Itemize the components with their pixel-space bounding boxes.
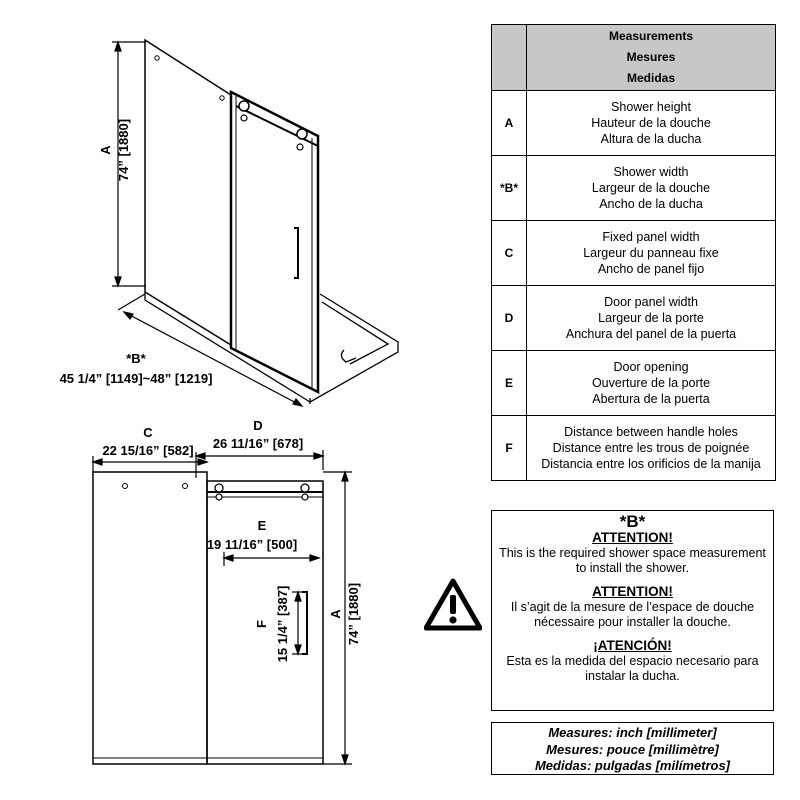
units-fr: Mesures: pouce [millimètre] (546, 741, 719, 757)
units-en: Measures: inch [millimeter] (548, 725, 717, 740)
header-line: Medidas (626, 71, 675, 85)
desc-line: Hauteur de la douche (591, 116, 711, 130)
units-es: Medidas: pulgadas [milímetros] (534, 758, 731, 773)
dimension-e-letter: E (258, 518, 267, 533)
front-view-drawing: C 22 15/16” [582] D 26 11/16” [678] E 19… (91, 418, 361, 766)
row-description: Distance between handle holes Distance e… (526, 415, 776, 481)
front-roller-right-top (300, 483, 310, 493)
attention-box: *B* ATTENTION! This is the required show… (491, 510, 774, 711)
row-description: Fixed panel width Largeur du panneau fix… (526, 220, 776, 286)
desc-line: Altura de la ducha (600, 132, 702, 146)
attention-ref: *B* (619, 512, 646, 531)
dimension-d-letter: D (253, 418, 262, 433)
table-header-title: Measurements Mesures Medidas (526, 24, 776, 91)
desc-line: Shower width (613, 165, 689, 179)
row-key: C (491, 220, 527, 286)
desc-line: Door panel width (604, 295, 698, 309)
row-description: Shower width Largeur de la douche Ancho … (526, 155, 776, 221)
row-key: A (491, 90, 527, 156)
row-key: E (491, 350, 527, 416)
dimension-b-iso (117, 293, 304, 407)
table-row: E Door opening Ouverture de la porte Abe… (491, 350, 776, 416)
header-line: Measurements (608, 29, 694, 43)
desc-line: Ancho de panel fijo (597, 262, 705, 276)
dimension-d-value: 26 11/16” [678] (213, 436, 303, 451)
front-panel-hole-right (182, 483, 188, 489)
attention-body-es: Esta es la medida del espacio necesario … (506, 654, 759, 683)
dimension-a-front-line (323, 470, 352, 766)
measurement-table: Measurements Mesures Medidas A Shower he… (491, 24, 776, 481)
desc-line: Distance entre les trous de poignée (552, 441, 750, 455)
front-panel-hole-left (122, 483, 128, 489)
sliding-door-panel (229, 89, 320, 395)
roller-right-bottom (296, 143, 304, 151)
desc-line: Abertura de la puerta (592, 392, 710, 406)
table-row: F Distance between handle holes Distance… (491, 415, 776, 481)
dimension-a-iso-letter: A (98, 145, 113, 155)
roller-left-top (238, 100, 250, 112)
roller-right-top (296, 128, 308, 140)
dimension-f-letter: F (254, 620, 269, 628)
desc-line: Fixed panel width (602, 230, 700, 244)
desc-line: Door opening (613, 360, 689, 374)
table-header-row: Measurements Mesures Medidas (491, 24, 776, 91)
desc-line: Distancia entre los orificios de la mani… (541, 457, 761, 471)
table-header-corner (491, 24, 527, 91)
top-rail (235, 105, 319, 147)
dimension-f-line (292, 590, 304, 656)
roller-left-bottom (240, 114, 248, 122)
dimension-a-iso (112, 40, 146, 288)
dimension-a-front-letter: A (328, 609, 343, 619)
front-door-handle (302, 591, 308, 655)
panel-hole-right (219, 95, 225, 101)
desc-line: Ouverture de la porte (591, 376, 711, 390)
desc-line: Distance between handle holes (564, 425, 738, 439)
dimension-a-iso-value: 74” [1880] (116, 119, 131, 181)
table-row: D Door panel width Largeur de la porte A… (491, 285, 776, 351)
fixed-glass-panel (144, 38, 232, 347)
row-description: Door opening Ouverture de la porte Abert… (526, 350, 776, 416)
row-key: F (491, 415, 527, 481)
dimension-f-value: 15 1/4” [387] (275, 586, 290, 663)
dimension-c-line (91, 456, 209, 472)
header-line: Mesures (626, 50, 676, 64)
dimension-b-iso-value: 45 1/4” [1149]~48” [1219] (60, 371, 213, 386)
row-description: Door panel width Largeur de la porte Anc… (526, 285, 776, 351)
attention-title-es: ¡ATENCIÓN! (593, 638, 672, 653)
desc-line: Largeur du panneau fixe (583, 246, 719, 260)
table-row: *B* Shower width Largeur de la douche An… (491, 155, 776, 221)
desc-line: Largeur de la porte (598, 311, 704, 325)
units-box: Measures: inch [millimeter] Mesures: pou… (491, 722, 774, 775)
shower-base (144, 292, 399, 404)
isometric-shower-drawing: A 74” [1880] *B* 45 1/4” [1149]~48” [121… (60, 38, 399, 407)
front-roller-right-bottom (301, 493, 309, 501)
dimension-c-value: 22 15/16” [582] (102, 443, 193, 458)
desc-line: Shower height (611, 100, 691, 114)
row-description: Shower height Hauteur de la douche Altur… (526, 90, 776, 156)
attention-body-en: This is the required shower space measur… (499, 546, 766, 575)
attention-title-fr: ATTENTION! (592, 584, 673, 599)
front-roller-left-top (214, 483, 224, 493)
attention-title-en: ATTENTION! (592, 530, 673, 545)
dimension-b-iso-letter: *B* (126, 351, 146, 366)
dimension-e-line (222, 552, 321, 566)
attention-body-fr: Il s’agit de la mesure de l’espace de do… (510, 600, 755, 629)
front-fixed-panel (92, 471, 208, 765)
panel-hole-top (154, 55, 160, 61)
dimension-c-letter: C (143, 425, 153, 440)
door-handle (294, 227, 299, 279)
row-key: *B* (491, 155, 527, 221)
front-door-panel (206, 480, 324, 765)
dimension-e-value: 19 11/16” [500] (207, 537, 297, 552)
row-key: D (491, 285, 527, 351)
front-roller-left-bottom (215, 493, 223, 501)
desc-line: Ancho de la ducha (599, 197, 703, 211)
warning-triangle-icon (424, 578, 482, 631)
desc-line: Largeur de la douche (591, 181, 711, 195)
dimension-a-front-value: 74” [1880] (346, 583, 361, 645)
table-row: C Fixed panel width Largeur du panneau f… (491, 220, 776, 286)
desc-line: Anchura del panel de la puerta (565, 327, 737, 341)
table-row: A Shower height Hauteur de la douche Alt… (491, 90, 776, 156)
dimension-d-line (194, 450, 325, 478)
